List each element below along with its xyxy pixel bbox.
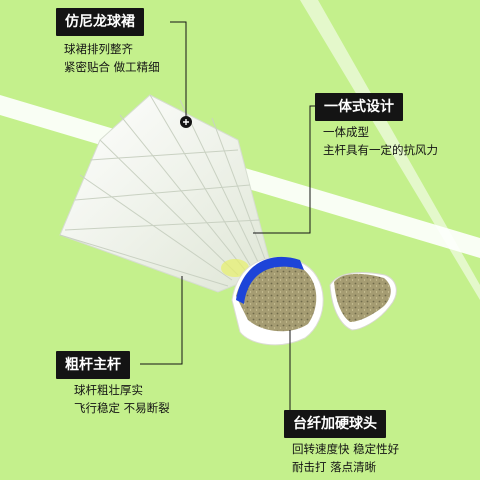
callout-head-title: 台纤加硬球头	[284, 410, 386, 438]
callout-head-desc: 回转速度快 稳定性好 耐击打 落点清晰	[292, 440, 399, 476]
callout-head-line-1: 回转速度快 稳定性好	[292, 442, 400, 456]
callout-shaft-desc: 球杆粗壮厚实 飞行稳定 不易断裂	[74, 381, 170, 417]
plus-marker-icon	[180, 116, 192, 128]
callout-one-piece-title: 一体式设计	[315, 93, 403, 121]
feather-skirt	[59, 94, 273, 293]
callout-skirt-line-2: 紧密贴合 做工精细	[64, 60, 160, 74]
callout-one-piece-line-1: 一体成型	[323, 125, 369, 139]
callout-one-piece-line-2: 主杆具有一定的抗风力	[323, 143, 438, 157]
callout-skirt-line-1: 球裙排列整齐	[64, 42, 133, 56]
callout-shaft-title: 粗杆主杆	[56, 351, 130, 379]
callout-one-piece-desc: 一体成型 主杆具有一定的抗风力	[323, 123, 438, 159]
callout-head-line-2: 耐击打 落点清晰	[292, 460, 377, 474]
shuttle-head	[231, 256, 324, 346]
callout-shaft-line-1: 球杆粗壮厚实	[74, 383, 143, 397]
callout-shaft-line-2: 飞行稳定 不易断裂	[74, 401, 170, 415]
callout-skirt-desc: 球裙排列整齐 紧密贴合 做工精细	[64, 40, 160, 76]
cork-cut-piece	[329, 272, 397, 331]
callout-skirt-title: 仿尼龙球裙	[56, 8, 144, 36]
